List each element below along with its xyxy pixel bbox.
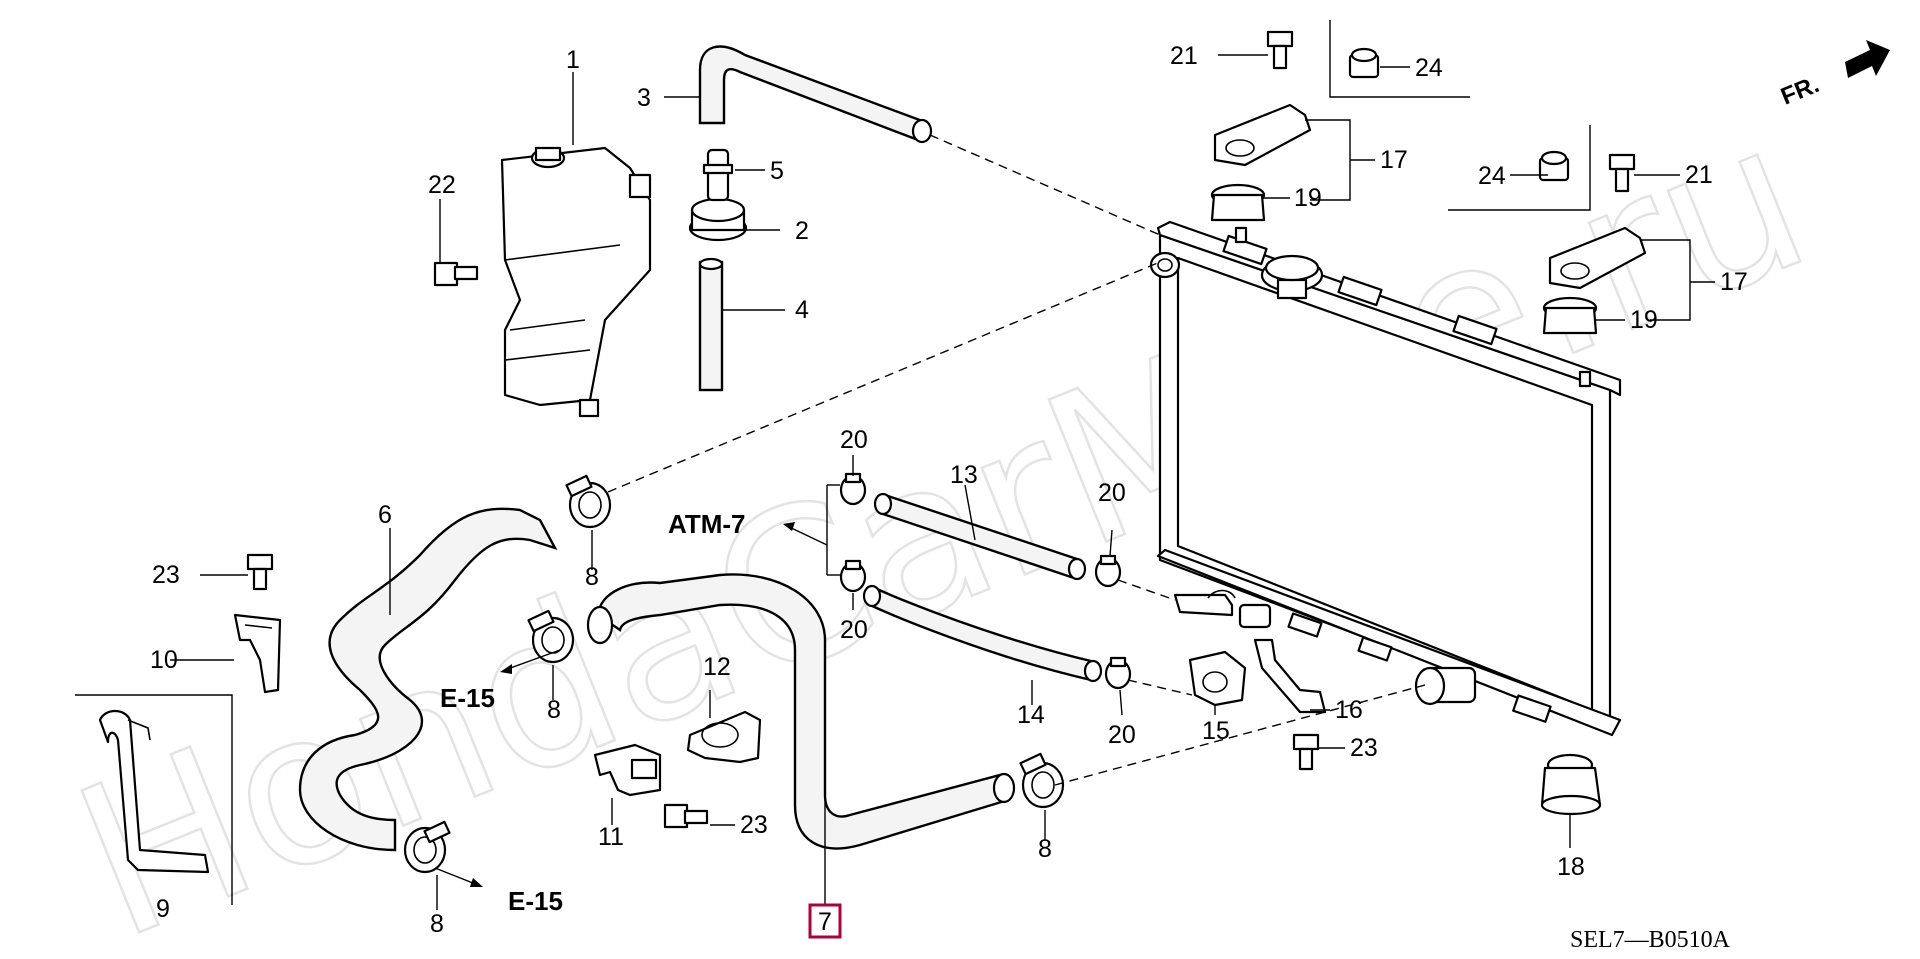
callout-9: 9	[156, 895, 170, 923]
callout-8d: 8	[1038, 835, 1052, 863]
callout-20c: 20	[1098, 479, 1126, 507]
callout-7[interactable]: 7	[818, 908, 832, 936]
front-direction-arrow: FR.	[1777, 40, 1890, 111]
callout-20b: 20	[840, 616, 868, 644]
callout-10: 10	[150, 646, 178, 674]
callout-21b: 21	[1685, 161, 1713, 189]
clamp-8a	[565, 474, 612, 529]
atf-hose-13	[873, 492, 1087, 581]
joint-5	[702, 148, 734, 202]
bolt-21b	[1608, 153, 1636, 193]
bolt-22	[433, 261, 479, 287]
reference-e15-upper: E-15	[440, 683, 495, 713]
callout-labels: 1 2 3 4 5 6 8 8 8 8 9 10 11 12 13 14 15 …	[150, 42, 1748, 938]
bolt-23a	[246, 553, 274, 591]
callout-6: 6	[378, 501, 392, 529]
stay-16	[1253, 638, 1327, 714]
clamp-20d	[1104, 656, 1132, 690]
callout-23c: 23	[1350, 734, 1378, 762]
callout-8b: 8	[547, 696, 561, 724]
mount-cushion-19b	[1542, 296, 1598, 335]
callout-18: 18	[1557, 853, 1585, 881]
overflow-hose-3	[698, 45, 933, 144]
front-direction-label: FR.	[1777, 71, 1823, 111]
hose-4	[698, 257, 724, 392]
bracket-15	[1188, 650, 1247, 707]
atf-hose-14	[862, 584, 1103, 683]
callout-23b: 23	[740, 811, 768, 839]
callout-4: 4	[795, 296, 809, 324]
callout-1: 1	[566, 46, 580, 74]
upper-bracket-17b	[1548, 226, 1647, 290]
callout-16: 16	[1335, 696, 1363, 724]
clamp-20c	[1094, 554, 1122, 588]
bolt-21a	[1266, 30, 1294, 70]
clamp-8b	[527, 609, 575, 664]
mount-cushion-19a	[1210, 183, 1266, 222]
nut-24a	[1348, 47, 1380, 79]
callout-3: 3	[637, 84, 651, 112]
inset-box-top	[1329, 20, 1470, 98]
callout-13: 13	[950, 461, 978, 489]
callout-21a: 21	[1170, 42, 1198, 70]
highlighted-part-callout[interactable]: 7	[808, 903, 842, 939]
callout-22: 22	[428, 171, 456, 199]
clamp-20b	[839, 559, 867, 593]
leader-lines	[170, 54, 1715, 910]
reserve-tank	[500, 146, 652, 418]
diagram-code: SEL7—B0510A	[1570, 927, 1731, 953]
hose-clamp-10	[233, 613, 282, 694]
callout-19b: 19	[1630, 306, 1658, 334]
upper-bracket-17a	[1213, 103, 1312, 167]
callout-8a: 8	[585, 563, 599, 591]
upper-hose-6	[298, 507, 558, 852]
callout-12: 12	[703, 653, 731, 681]
callout-8c: 8	[430, 910, 444, 938]
callout-5: 5	[770, 157, 784, 185]
callout-17b: 17	[1720, 268, 1748, 296]
clamp-8d	[1019, 752, 1065, 809]
hose-clamp-bracket-9	[98, 709, 210, 874]
hose-clamp-12	[686, 710, 762, 764]
callout-2: 2	[795, 217, 809, 245]
callout-23a: 23	[152, 561, 180, 589]
bolt-23c	[1292, 733, 1320, 771]
cushion-18	[1540, 753, 1602, 816]
inset-box-right	[1448, 125, 1591, 211]
callout-20a: 20	[840, 426, 868, 454]
callout-19a: 19	[1294, 184, 1322, 212]
callout-24b: 24	[1478, 162, 1506, 190]
callout-20d: 20	[1108, 721, 1136, 749]
callout-17a: 17	[1380, 146, 1408, 174]
callout-15: 15	[1202, 717, 1230, 745]
clamp-8c	[403, 820, 451, 874]
reference-e15-lower: E-15	[508, 886, 563, 916]
callout-11: 11	[598, 823, 624, 851]
cap-2	[688, 197, 748, 242]
nut-24b	[1538, 150, 1570, 182]
radiator	[1149, 220, 1622, 737]
hose-clamp-11	[593, 743, 662, 797]
bolt-23b	[663, 803, 709, 829]
inset-box-left	[75, 694, 233, 905]
clamp-20a	[839, 472, 867, 506]
callout-24a: 24	[1415, 54, 1443, 82]
callout-14: 14	[1017, 701, 1045, 729]
reference-atm: ATM-7	[668, 509, 746, 539]
